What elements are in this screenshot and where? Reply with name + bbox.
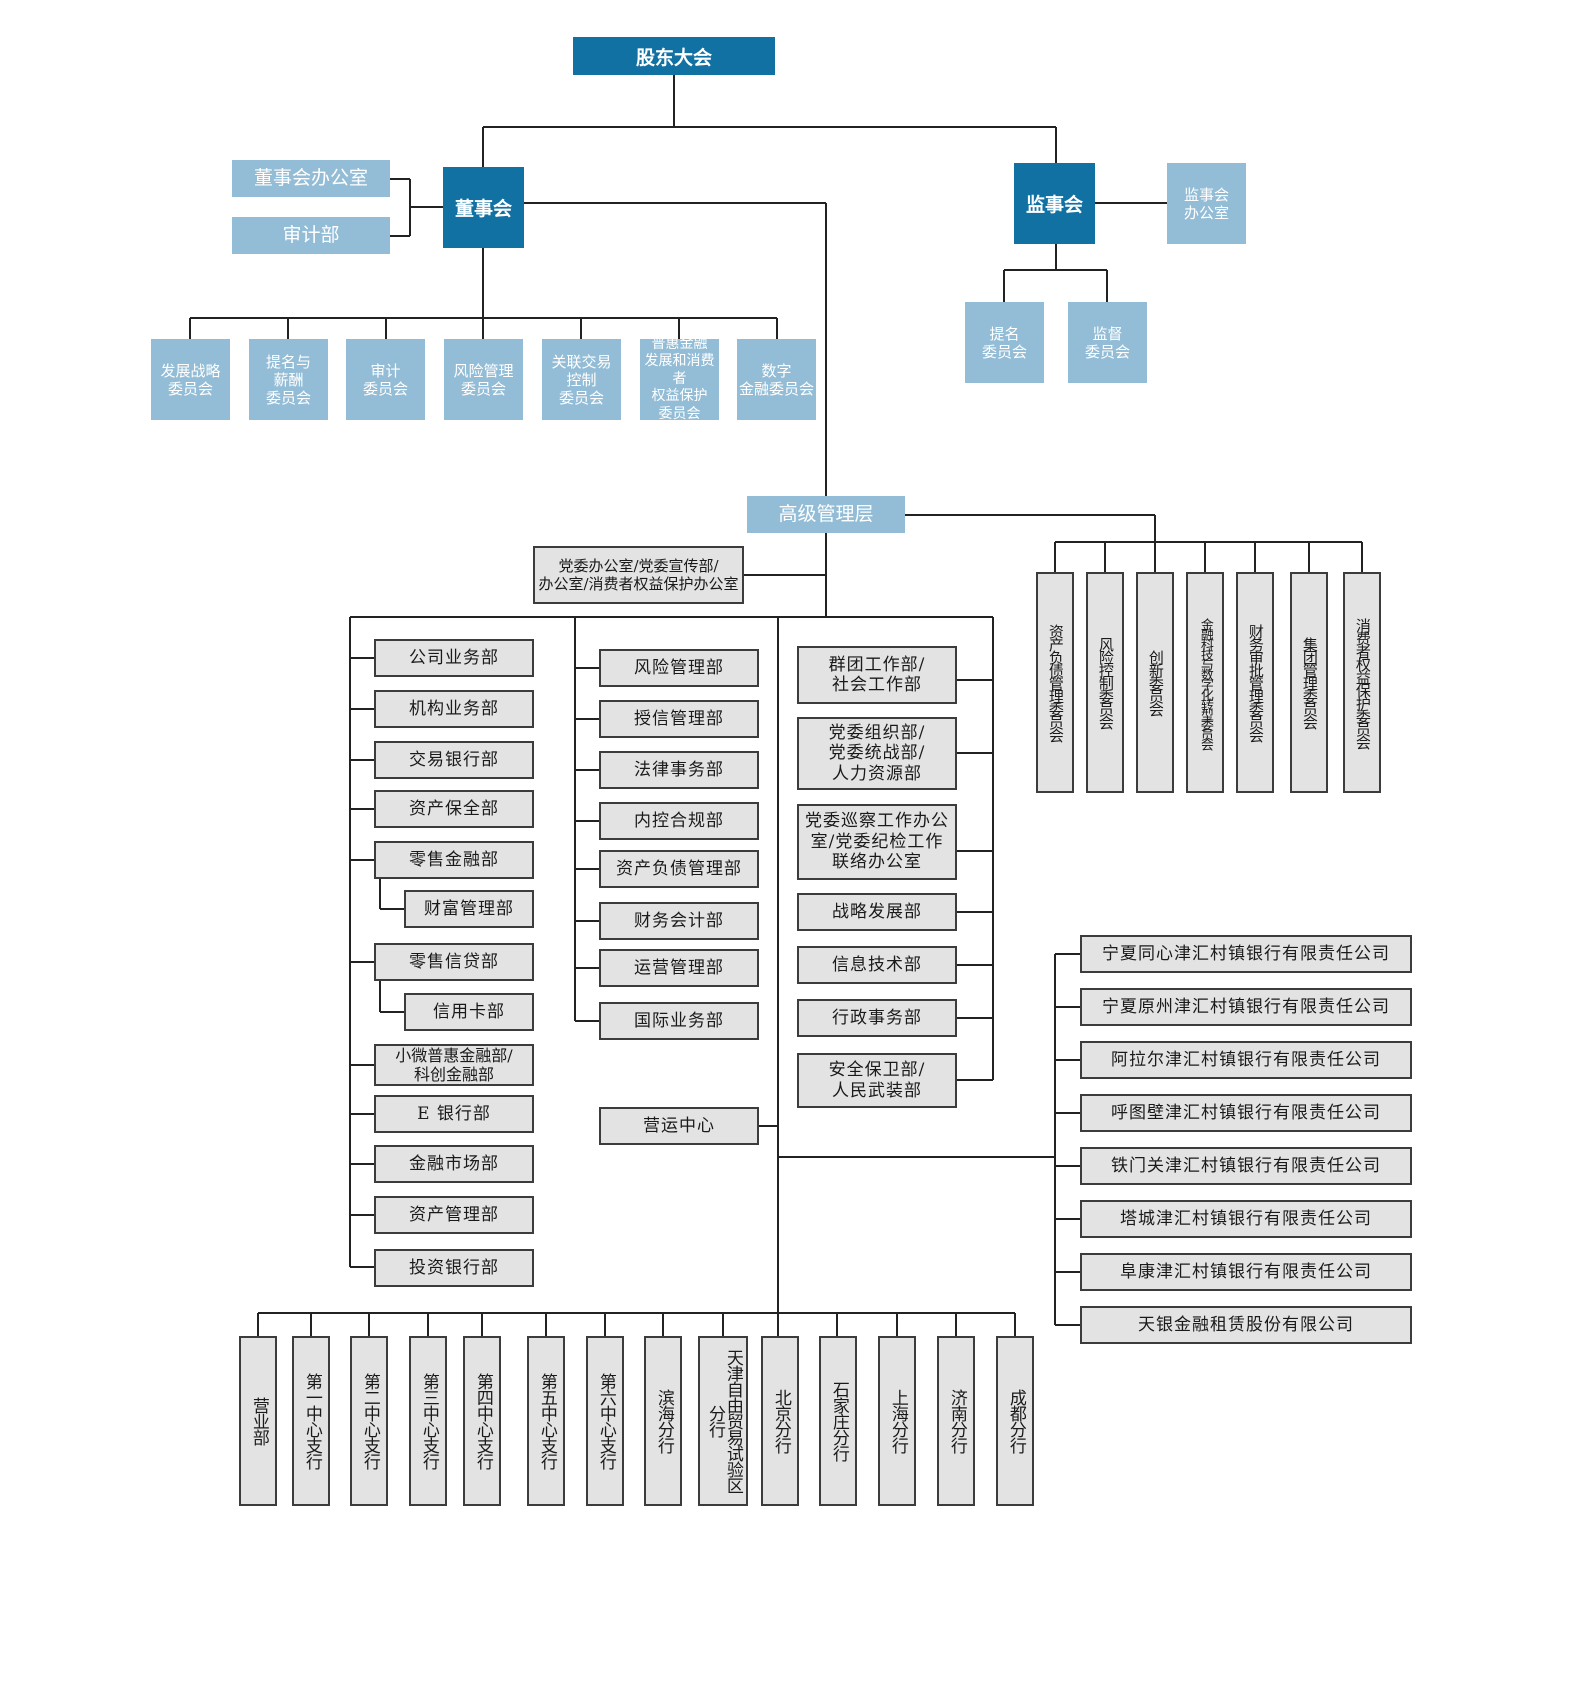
operations-center: 营运中心: [599, 1107, 759, 1145]
board-committee: 数字 金融委员会: [737, 339, 816, 420]
department: 小微普惠金融部/ 科创金融部: [374, 1044, 534, 1086]
department: E 银行部: [374, 1095, 534, 1133]
branch: 成都分行: [996, 1336, 1034, 1506]
senior-committee: 财务审批管理委员会: [1236, 572, 1274, 793]
department: 资产负债管理部: [599, 850, 759, 888]
senior-committee: 资产负债管理委员会: [1036, 572, 1074, 793]
department: 交易银行部: [374, 741, 534, 779]
board-committee: 风险管理 委员会: [444, 339, 523, 420]
board-of-supervisors: 监事会: [1014, 163, 1095, 244]
department: 行政事务部: [797, 999, 957, 1037]
senior-committee: 创新委员会: [1136, 572, 1174, 793]
department: 财务会计部: [599, 902, 759, 940]
supervisory-office: 监事会 办公室: [1167, 163, 1246, 244]
subsidiary: 阜康津汇村镇银行有限责任公司: [1080, 1253, 1412, 1291]
senior-committee: 集团管理委员会: [1290, 572, 1328, 793]
branch: 第二中心支行: [350, 1336, 388, 1506]
branch: 第六中心支行: [586, 1336, 624, 1506]
department: 零售金融部: [374, 841, 534, 879]
subsidiary: 塔城津汇村镇银行有限责任公司: [1080, 1200, 1412, 1238]
branch: 第四中心支行: [463, 1336, 501, 1506]
department: 财富管理部: [404, 890, 534, 928]
department: 金融市场部: [374, 1145, 534, 1183]
department: 党委组织部/ 党委统战部/ 人力资源部: [797, 717, 957, 790]
board-committee: 提名与 薪酬 委员会: [249, 339, 328, 420]
branch: 第一中心支行: [292, 1336, 330, 1506]
senior-committee: 消费者权益保护委员会: [1343, 572, 1381, 793]
board-committee: 关联交易 控制 委员会: [542, 339, 621, 420]
board-office: 董事会办公室: [232, 160, 390, 197]
branch: 第五中心支行: [527, 1336, 565, 1506]
branch: 石家庄分行: [819, 1336, 857, 1506]
senior-committee: 风险控制委员会: [1086, 572, 1124, 793]
department: 战略发展部: [797, 893, 957, 931]
department: 机构业务部: [374, 690, 534, 728]
department: 资产管理部: [374, 1196, 534, 1234]
subsidiary: 天银金融租赁股份有限公司: [1080, 1306, 1412, 1344]
board-of-directors: 董事会: [443, 167, 524, 248]
branch: 第三中心支行: [409, 1336, 447, 1506]
branch: 上海分行: [878, 1336, 916, 1506]
branch: 北京分行: [761, 1336, 799, 1506]
department: 风险管理部: [599, 649, 759, 687]
branch: 天津自由贸易试验区分行: [698, 1336, 748, 1506]
department: 零售信贷部: [374, 943, 534, 981]
senior-management: 高级管理层: [747, 496, 905, 533]
supervisory-committee: 监督 委员会: [1068, 302, 1147, 383]
department: 法律事务部: [599, 751, 759, 789]
department: 信息技术部: [797, 946, 957, 984]
department: 国际业务部: [599, 1002, 759, 1040]
senior-committee: 金融科技与数字化转型委员会: [1186, 572, 1224, 793]
branch: 营业部: [239, 1336, 277, 1506]
department: 群团工作部/ 社会工作部: [797, 646, 957, 704]
department: 投资银行部: [374, 1249, 534, 1287]
department: 信用卡部: [404, 993, 534, 1031]
department: 资产保全部: [374, 790, 534, 828]
supervisory-committee: 提名 委员会: [965, 302, 1044, 383]
department: 内控合规部: [599, 802, 759, 840]
department: 公司业务部: [374, 639, 534, 677]
board-committee: 普惠金融 发展和消费者 权益保护 委员会: [640, 339, 719, 420]
subsidiary: 铁门关津汇村镇银行有限责任公司: [1080, 1147, 1412, 1185]
board-committee: 审计 委员会: [346, 339, 425, 420]
department: 安全保卫部/ 人民武装部: [797, 1053, 957, 1108]
subsidiary: 阿拉尔津汇村镇银行有限责任公司: [1080, 1041, 1412, 1079]
subsidiary: 呼图壁津汇村镇银行有限责任公司: [1080, 1094, 1412, 1132]
shareholders-meeting: 股东大会: [573, 37, 775, 75]
board-committee: 发展战略 委员会: [151, 339, 230, 420]
department: 运营管理部: [599, 949, 759, 987]
department: 授信管理部: [599, 700, 759, 738]
department: 党委巡察工作办公 室/党委纪检工作 联络办公室: [797, 804, 957, 880]
audit-department: 审计部: [232, 217, 390, 254]
branch: 滨海分行: [644, 1336, 682, 1506]
subsidiary: 宁夏原州津汇村镇银行有限责任公司: [1080, 988, 1412, 1026]
branch: 济南分行: [937, 1336, 975, 1506]
party-committee-office: 党委办公室/党委宣传部/ 办公室/消费者权益保护办公室: [533, 546, 744, 604]
subsidiary: 宁夏同心津汇村镇银行有限责任公司: [1080, 935, 1412, 973]
